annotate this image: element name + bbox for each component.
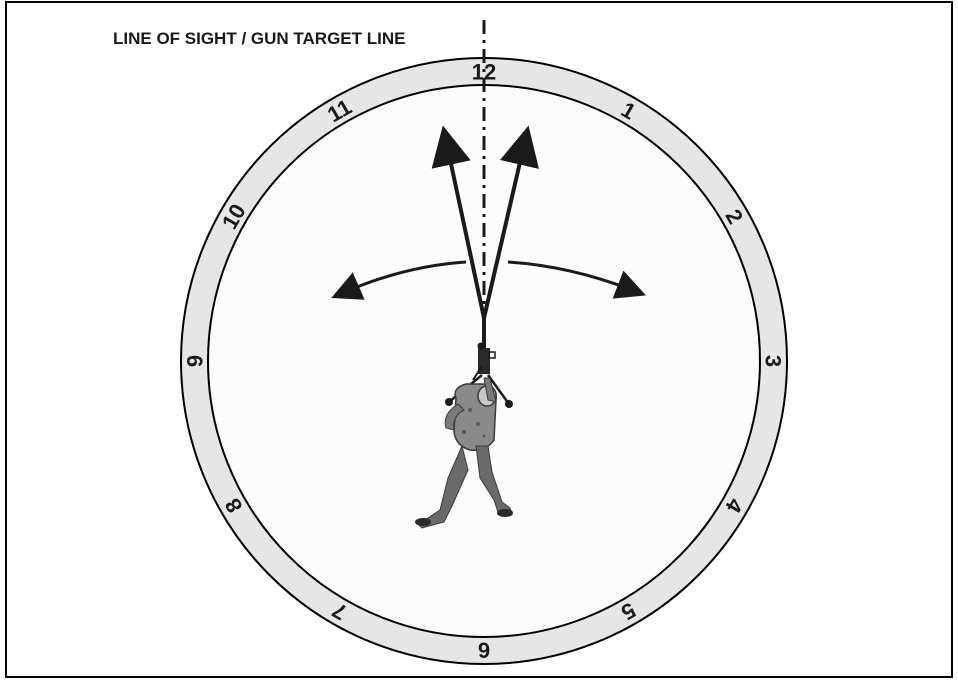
hour-label-3: 3 [761,355,786,367]
hour-label-9: 9 [183,355,208,367]
line-of-sight-label: LINE OF SIGHT / GUN TARGET LINE [113,29,405,48]
hour-label-6: 6 [478,638,490,663]
